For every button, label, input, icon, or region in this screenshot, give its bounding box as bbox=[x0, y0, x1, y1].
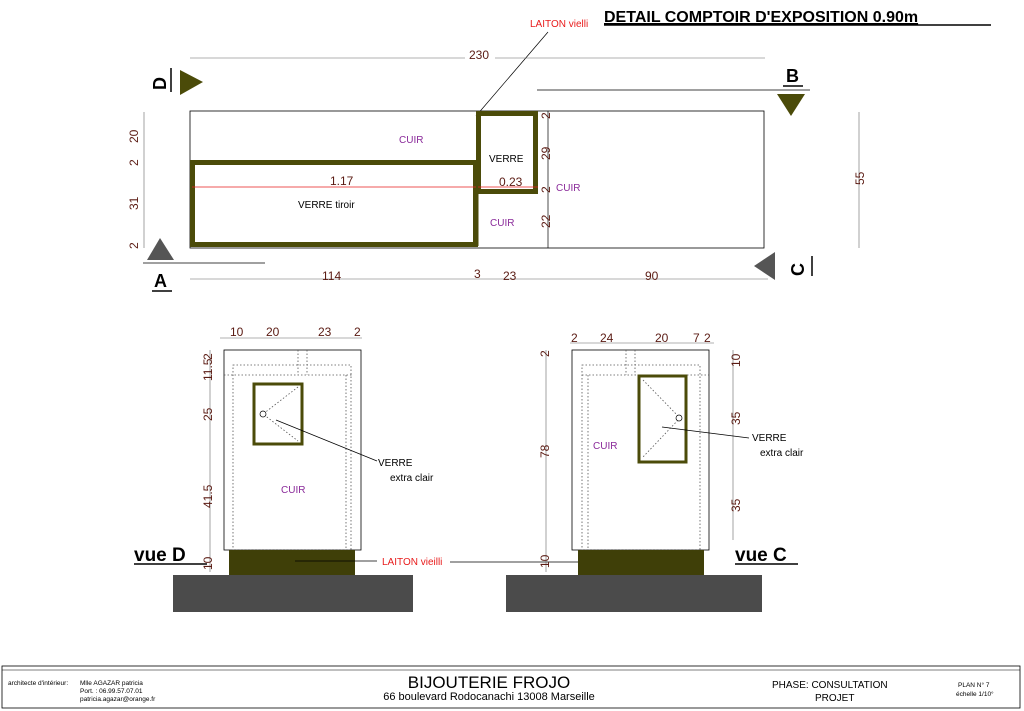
dim-bottom-23: 23 bbox=[503, 269, 517, 283]
dim-left-2b: 2 bbox=[127, 242, 141, 249]
vd-label-extra-clair: extra clair bbox=[390, 473, 434, 484]
laiton-leader bbox=[475, 31, 549, 117]
vd-label-cuir: CUIR bbox=[281, 485, 305, 496]
vd-dim-11-5: 11.5 bbox=[201, 358, 215, 381]
vc-brass-base bbox=[578, 550, 704, 575]
vc-ground bbox=[506, 575, 762, 612]
tb-address: 66 boulevard Rodocanachi 13008 Marseille bbox=[383, 691, 595, 703]
vc-dim-left-78: 78 bbox=[538, 444, 552, 458]
section-letter-c: C bbox=[788, 263, 808, 276]
tb-role: architecte d'intérieur: bbox=[8, 680, 68, 687]
vc-dim-right-10: 10 bbox=[729, 353, 743, 367]
vd-dim-2: 2 bbox=[201, 353, 215, 360]
dim-bottom-3: 3 bbox=[474, 267, 481, 281]
dim-left-2a: 2 bbox=[127, 159, 141, 166]
red-dim-label-023: 0.23 bbox=[499, 175, 523, 189]
section-letter-b: B bbox=[786, 66, 799, 86]
tb-email: patricia.agazar@orange.fr bbox=[80, 696, 156, 703]
glass-box bbox=[476, 111, 538, 194]
tb-company: BIJOUTERIE FROJO bbox=[408, 673, 570, 692]
vd-dim-10: 10 bbox=[201, 556, 215, 570]
dim-mid-22: 22 bbox=[539, 214, 553, 228]
vc-dim-top-24: 24 bbox=[600, 331, 614, 345]
label-cuir-right: CUIR bbox=[556, 183, 580, 194]
section-b-triangle bbox=[777, 94, 805, 116]
vc-label-cuir: CUIR bbox=[593, 441, 617, 452]
laiton-top-label: LAITON vielli bbox=[530, 19, 588, 30]
view-c: 2 24 20 7 2 2 78 10 10 35 35 VERRE extra… bbox=[506, 331, 804, 612]
vc-title: vue C bbox=[735, 545, 787, 566]
plan-view: 230 1.17 0.23 CUIR VERRE VERRE tiroir CU… bbox=[127, 48, 867, 292]
section-a-triangle bbox=[147, 238, 174, 260]
vd-ground bbox=[173, 575, 413, 612]
tb-phase2: PROJET bbox=[815, 693, 854, 704]
vc-label-verre: VERRE bbox=[752, 433, 787, 444]
tb-scale: échelle 1/10° bbox=[956, 690, 994, 698]
vc-dim-left-10: 10 bbox=[538, 554, 552, 568]
section-letter-a: A bbox=[154, 271, 167, 291]
vc-label-extra-clair: extra clair bbox=[760, 448, 804, 459]
vc-dim-right-35b: 35 bbox=[729, 498, 743, 512]
dim-left-31: 31 bbox=[127, 196, 141, 210]
tb-name: Mlle AGAZAR patricia bbox=[80, 680, 143, 687]
dim-left-20: 20 bbox=[127, 129, 141, 143]
drawing-title: DETAIL COMPTOIR D'EXPOSITION 0.90m bbox=[604, 9, 918, 26]
vd-brass-base bbox=[229, 550, 355, 575]
dim-bottom-114: 114 bbox=[322, 269, 341, 283]
section-d-triangle bbox=[180, 70, 203, 95]
dim-mid-29: 29 bbox=[539, 146, 553, 160]
dim-depth: 55 bbox=[853, 171, 867, 185]
vd-dim-41-5: 41.5 bbox=[201, 484, 215, 508]
label-cuir-bottom: CUIR bbox=[490, 218, 514, 229]
vc-glass-knob bbox=[675, 414, 683, 422]
vc-dim-top-20: 20 bbox=[655, 331, 669, 345]
vc-dim-left-2: 2 bbox=[538, 350, 552, 357]
vc-dim-top-7: 7 bbox=[693, 331, 700, 345]
tb-phase: PHASE: CONSULTATION bbox=[772, 680, 888, 691]
tb-plan-no: PLAN N° 7 bbox=[958, 681, 990, 689]
vd-dim-25: 25 bbox=[201, 407, 215, 421]
vc-verre-leader bbox=[661, 426, 750, 439]
dim-total-width: 230 bbox=[469, 48, 489, 62]
vc-dim-right-35a: 35 bbox=[729, 411, 743, 425]
vd-label-verre: VERRE bbox=[378, 458, 413, 469]
vc-dim-top-2b: 2 bbox=[704, 331, 711, 345]
dim-mid-2b: 2 bbox=[539, 186, 553, 193]
vd-glass-hinge bbox=[262, 386, 299, 442]
label-verre: VERRE bbox=[489, 154, 524, 165]
vd-dim-top-23: 23 bbox=[318, 325, 332, 339]
vd-dim-top-2: 2 bbox=[354, 325, 361, 339]
vd-body bbox=[223, 349, 362, 551]
vd-dim-top-10: 10 bbox=[230, 325, 244, 339]
red-dim-label-117: 1.17 bbox=[330, 174, 354, 188]
label-cuir-top: CUIR bbox=[399, 135, 423, 146]
tb-phone: Port. : 06.99.57.07.01 bbox=[80, 688, 143, 695]
dim-mid-2a: 2 bbox=[539, 112, 553, 119]
title-block: architecte d'intérieur: Mlle AGAZAR patr… bbox=[1, 665, 1021, 709]
vc-dim-top-2a: 2 bbox=[571, 331, 578, 345]
vd-glass-knob bbox=[259, 410, 267, 418]
view-d: 10 20 23 2 11.5 2 25 41.5 10 VERRE extra… bbox=[134, 325, 434, 612]
vd-dim-top-20: 20 bbox=[266, 325, 280, 339]
section-c-triangle bbox=[754, 252, 775, 280]
vd-title: vue D bbox=[134, 545, 186, 566]
label-verre-tiroir: VERRE tiroir bbox=[298, 200, 355, 211]
laiton-base-label: LAITON vieilli bbox=[382, 557, 442, 568]
dim-bottom-90: 90 bbox=[645, 269, 659, 283]
vd-verre-leader bbox=[275, 419, 378, 462]
section-letter-d: D bbox=[150, 77, 170, 90]
title-block-frame bbox=[1, 665, 1021, 709]
